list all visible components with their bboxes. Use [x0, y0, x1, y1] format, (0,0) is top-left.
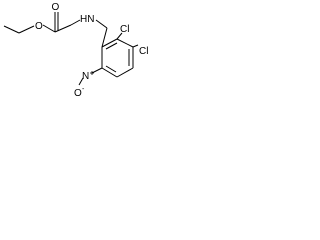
atom-ester-o-lower: O [35, 21, 43, 32]
bond-ch2-o [18, 25, 35, 34]
bond-nitro-o [78, 77, 84, 86]
charge-plus-icon [90, 71, 94, 75]
bond-ch2-nh [70, 19, 81, 26]
atom-ester-o-upper: O [52, 2, 60, 13]
ring-bond-4 [116, 67, 134, 78]
atom-chloro-1: Cl [120, 24, 129, 35]
atom-labels: O O HN Cl Cl N O - [35, 2, 148, 99]
bond-ring-nitro [91, 67, 103, 74]
structure-diagram: O O HN Cl Cl N O - [3, 2, 148, 99]
bond-ring-cl1 [116, 32, 123, 40]
bond-ring-cl2 [132, 44, 139, 48]
bond-carbonyl-ch2 [54, 24, 72, 33]
bond-o-carbonyl [42, 24, 56, 33]
bond-nh-benzyl [95, 19, 108, 29]
atom-amine: HN [80, 14, 94, 25]
bond-benzyl-ring [101, 27, 108, 48]
atom-nitro-o: O [74, 88, 82, 99]
atom-chloro-2: Cl [139, 46, 148, 57]
ring-double-1 [105, 42, 118, 50]
ring-bond-5 [101, 67, 118, 78]
ring-bond-2 [116, 38, 134, 48]
bond-lines [3, 12, 139, 86]
ring-bond-1 [101, 38, 118, 48]
charge-minus: - [82, 86, 85, 93]
bond-ch3-ch2 [3, 25, 20, 34]
ring-double-3 [105, 65, 117, 73]
atom-nitro-n: N [82, 71, 89, 82]
